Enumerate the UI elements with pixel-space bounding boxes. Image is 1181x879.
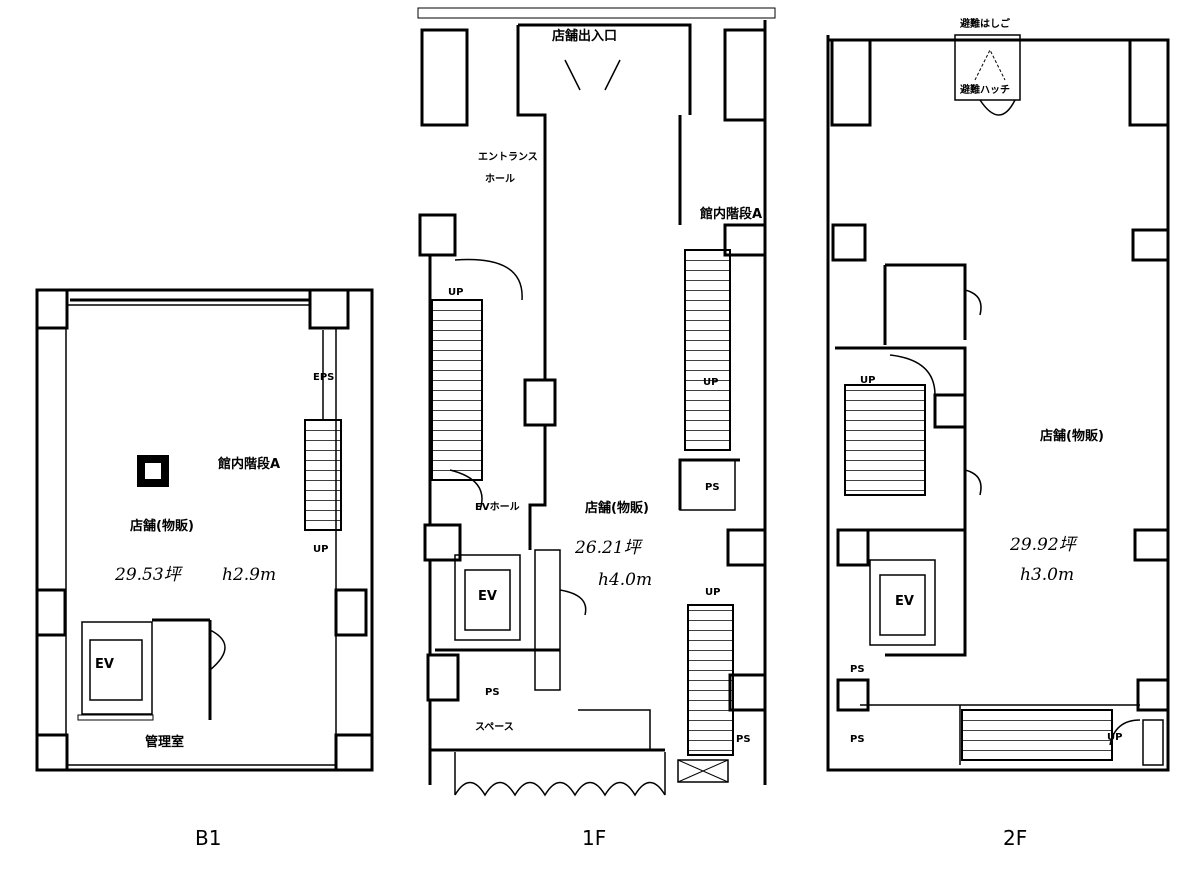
1f-space-wall [578,709,651,750]
1f-column [423,523,462,562]
1f-column [523,378,557,427]
1f-staircase-right [684,249,731,451]
1f-column [420,28,469,127]
1f-grate [677,759,729,783]
1f-door-swing [454,258,523,301]
b1-up-label: UP [313,544,328,555]
floor-label-b1: B1 [195,826,221,850]
b1-height: h2.9m [222,565,276,585]
b1-column [334,733,374,772]
1f-ev-label: EV [478,589,497,604]
1f-ps-label: PS [705,482,720,493]
2f-column [1128,38,1170,127]
1f-up-label: UP [448,287,463,298]
1f-staircase-lower [687,604,734,756]
1f-ev-hall-label: EVホール [475,501,520,513]
1f-front-glass [454,752,666,795]
2f-stair-walls [835,346,967,530]
plan-1f: 店舗出入口 エントランス ホール 館内階段A UP UP UP EVホール 店舗… [417,7,776,850]
2f-ev-label: EV [895,594,914,609]
1f-height: h4.0m [598,570,652,590]
2f-ev-walls [838,528,967,657]
2f-column [1131,228,1170,262]
2f-column [933,393,967,429]
2f-staircase-lower [961,709,1113,761]
1f-ps-label: PS [736,734,751,745]
2f-column [830,38,872,127]
2f-hatch-label: 避難ハッチ [959,83,1010,96]
b1-outer-wall [35,288,374,772]
b1-ev-label: EV [95,657,114,672]
2f-up-label: UP [1107,732,1122,743]
1f-top-edge [417,7,776,19]
1f-column [728,673,767,712]
1f-front-doors [454,781,666,797]
1f-stairs-label: 館内階段A [700,206,762,222]
b1-ev-shaft [81,621,153,715]
2f-area: 29.92坪 [1009,535,1079,555]
b1-stairs-label: 館内階段A [218,456,280,472]
floor-label-2f: 2F [1003,826,1027,850]
1f-space-label: スペース [475,721,514,733]
1f-column [418,213,457,257]
1f-duct [534,549,561,691]
2f-column [836,528,870,567]
2f-hatch [954,34,1021,101]
b1-staircase [304,419,342,531]
1f-ps-label: PS [485,687,500,698]
1f-column [723,28,767,122]
1f-door-swing [449,469,483,511]
1f-entrance-walls [516,23,692,550]
b1-area: 29.53坪 [114,565,184,585]
2f-ladder-label: 避難はしご [959,17,1011,30]
2f-ps-label: PS [850,734,865,745]
2f-lower-walls [860,704,1140,765]
1f-entrance-doors [564,59,621,91]
1f-entrance-door-label: 店舗出入口 [552,28,617,44]
1f-entrance-hall-label-2: ホール [485,173,515,185]
2f-height: h3.0m [1020,565,1074,585]
1f-staircase-left [431,299,483,481]
1f-column [723,223,767,257]
2f-column [831,223,867,262]
b1-column [35,288,69,330]
b1-eps-label: EPS [313,372,334,383]
b1-column [308,288,350,330]
2f-outer-walls [826,35,1170,772]
2f-up-label: UP [860,375,875,386]
b1-column [35,588,67,637]
2f-void-walls [883,263,967,345]
2f-shop-label: 店舗(物販) [1040,428,1104,444]
1f-ev-shaft [454,554,521,641]
b1-inner-wall [65,304,337,766]
2f-column [1136,678,1170,712]
2f-ps-label: PS [850,664,865,675]
1f-area: 26.21坪 [574,538,644,558]
2f-ev-shaft [869,559,936,646]
plan-b1: 館内階段A 店舗(物販) 29.53坪 h2.9m EV 管理室 EPS UP … [35,288,374,850]
b1-door-swing [209,629,226,671]
1f-entrance-hall-label: エントランス [478,151,538,163]
1f-column [726,528,767,567]
b1-office-label: 管理室 [145,734,184,750]
2f-column [1133,528,1170,562]
1f-shop-label: 店舗(物販) [585,500,649,516]
1f-ps-room [679,459,736,511]
2f-staircase [844,384,926,496]
1f-lower-walls [430,648,665,752]
b1-shop-label: 店舗(物販) [130,518,194,534]
1f-up-label: UP [705,587,720,598]
floor-label-1f: 1F [582,826,606,850]
plan-2f: 避難はしご 避難ハッチ UP 店舗(物販) 29.92坪 h3.0m EV PS… [826,17,1170,850]
1f-up-label: UP [703,377,718,388]
1f-column [426,653,460,702]
b1-column [334,588,368,637]
b1-column [35,733,69,772]
